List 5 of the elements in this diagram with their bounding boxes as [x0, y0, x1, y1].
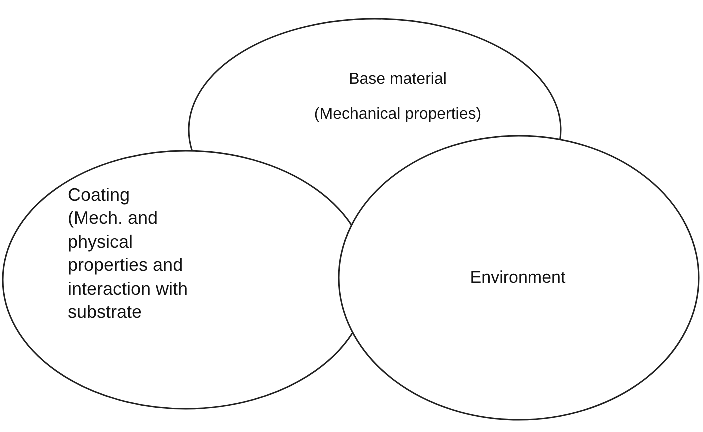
node-label: Base material	[349, 70, 447, 90]
node-label: Coating	[68, 184, 130, 207]
node-label: Environment	[470, 267, 566, 289]
node-label: (Mechanical properties)	[314, 104, 482, 125]
node-label: (Mech. and physical properties and interaction with substrate	[68, 207, 190, 324]
